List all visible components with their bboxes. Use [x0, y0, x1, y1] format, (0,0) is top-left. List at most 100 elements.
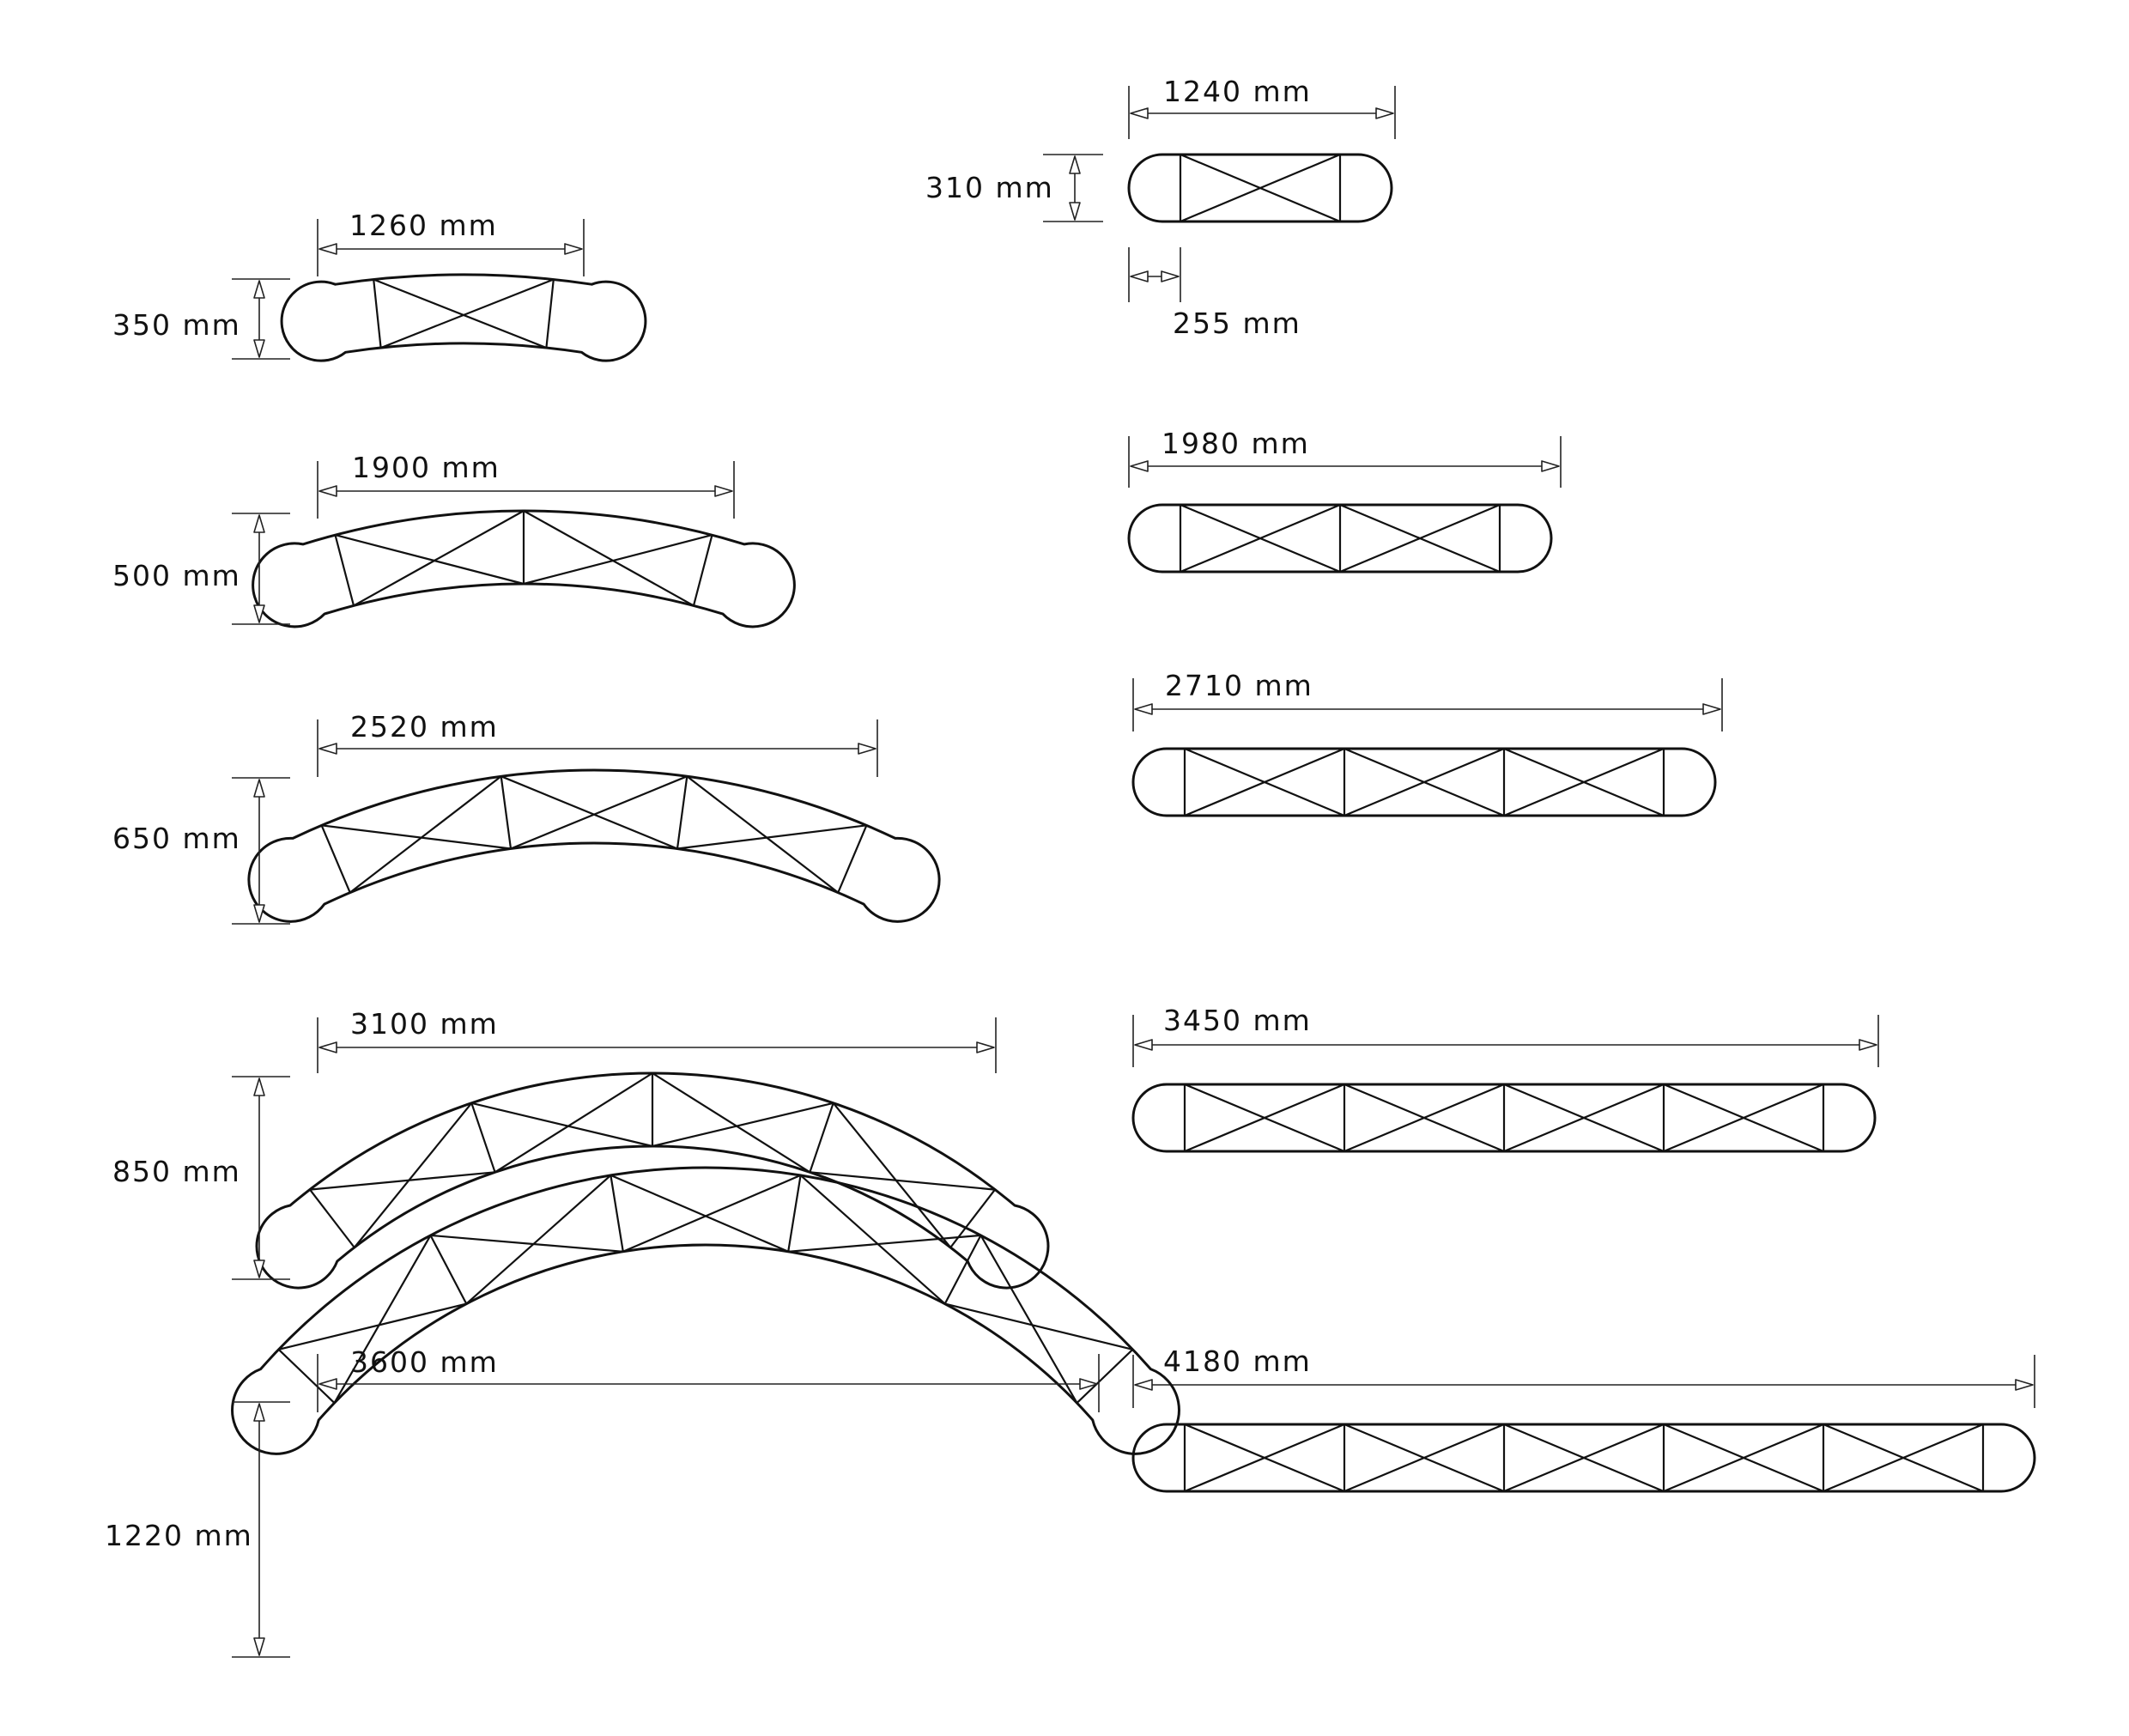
curved-truss-4-brace-b-2: [652, 1102, 834, 1148]
curved-truss-3-post-3: [837, 824, 868, 894]
straight-truss-1-end-dimension: [1128, 247, 1181, 302]
curved-truss-1-height-label: 350 mm: [112, 308, 241, 342]
curved-truss-4-brace-a-3: [832, 1102, 952, 1248]
curved-truss-3-brace-a-1: [500, 775, 678, 850]
straight-truss-2-width-dimension: [1128, 436, 1562, 488]
straight-truss-1-arrow-left: [1130, 107, 1149, 119]
straight-truss-4-diagonal-b-1: [1344, 1083, 1505, 1153]
curved-truss-5-brace-b-1: [465, 1175, 612, 1305]
straight-truss-5: [1131, 1423, 2036, 1493]
curved-truss-1: [280, 273, 647, 362]
curved-truss-3-width-dimension: [317, 719, 878, 777]
straight-truss-1-outline: [1127, 153, 1393, 223]
straight-truss-5-diagonal-b-3: [1663, 1423, 1824, 1493]
curved-truss-4-brace-a-2: [652, 1072, 810, 1174]
curved-truss-5: [231, 1166, 1180, 1455]
straight-truss-3-length-label: 2710 mm: [1165, 669, 1313, 702]
straight-truss-2-arrow-right: [1541, 460, 1560, 472]
curved-truss-3-brace-a-0: [321, 824, 512, 850]
curved-truss-2-arrow-left: [318, 485, 337, 497]
curved-truss-3-post-0: [320, 824, 351, 894]
straight-truss-4: [1131, 1083, 1877, 1153]
curved-truss-1-arrow-top: [253, 280, 265, 299]
curved-truss-5-brace-a-3: [799, 1175, 946, 1305]
curved-truss-4-brace-a-1: [471, 1102, 653, 1148]
curved-truss-2-post-2: [692, 534, 713, 606]
curved-truss-4-brace-b-1: [494, 1072, 653, 1174]
curved-truss-1-post-0: [373, 279, 382, 349]
curved-truss-1-width-label: 1260 mm: [349, 209, 498, 242]
curved-truss-2-arrow-right: [714, 485, 733, 497]
straight-truss-4-width-dimension: [1132, 1015, 1879, 1067]
curved-truss-1-arrow-left: [318, 243, 337, 255]
straight-truss-4-diagonal-b-0: [1184, 1083, 1345, 1153]
curved-truss-3-width-label: 2520 mm: [350, 710, 499, 744]
straight-truss-4-diagonal-b-2: [1503, 1083, 1665, 1153]
curved-truss-3-brace-b-1: [510, 775, 688, 850]
curved-truss-2-height-label: 500 mm: [112, 559, 241, 592]
straight-truss-1-diagonal-b-0: [1180, 153, 1341, 223]
straight-truss-1-height-label: 310 mm: [925, 171, 1054, 204]
curved-truss-5-brace-a-0: [278, 1302, 467, 1351]
curved-truss-3-height-label: 650 mm: [112, 822, 241, 855]
curved-truss-2-arrow-bottom: [253, 604, 265, 623]
straight-truss-4-arrow-right: [1859, 1039, 1877, 1051]
curved-truss-3-height-dimension: [232, 777, 290, 925]
curved-truss-3-post-1: [500, 776, 513, 849]
curved-truss-2-height-dimension: [232, 513, 290, 625]
curved-truss-5-arrow-right: [1079, 1378, 1098, 1390]
straight-truss-4-arrow-left: [1134, 1039, 1153, 1051]
curved-truss-1-brace-b-0: [380, 278, 555, 349]
curved-truss-5-brace-a-4: [980, 1235, 1078, 1404]
curved-truss-5-post-3: [787, 1175, 802, 1252]
straight-truss-2-arrow-left: [1130, 460, 1149, 472]
straight-truss-3-arrow-right: [1702, 703, 1721, 715]
curved-truss-5-width-label: 3600 mm: [350, 1345, 499, 1379]
curved-truss-3-arrow-bottom: [253, 904, 265, 923]
curved-truss-2-arrow-top: [253, 514, 265, 533]
curved-truss-2-brace-a-0: [335, 534, 525, 586]
curved-truss-4-arrow-left: [318, 1041, 337, 1053]
curved-truss-1-height-dimension: [232, 278, 290, 360]
straight-truss-1-arrow-right: [1375, 107, 1394, 119]
truss-geometry-layer: [231, 86, 2036, 1658]
curved-truss-1-arrow-bottom: [253, 339, 265, 358]
curved-truss-5-post-0: [277, 1349, 336, 1404]
curved-truss-2: [252, 509, 796, 628]
curved-truss-4-width-dimension: [317, 1017, 997, 1073]
curved-truss-5-post-4: [943, 1235, 982, 1305]
straight-truss-3: [1131, 747, 1717, 817]
straight-truss-2-diagonal-b-1: [1339, 503, 1501, 574]
straight-truss-1-width-dimension: [1128, 86, 1396, 139]
curved-truss-5-brace-b-4: [944, 1302, 1133, 1351]
straight-truss-1-arrow-bottom: [1069, 202, 1081, 221]
straight-truss-3-arrow-left: [1134, 703, 1153, 715]
straight-truss-5-diagonal-b-1: [1344, 1423, 1505, 1493]
curved-truss-2-brace-b-0: [353, 510, 525, 607]
straight-truss-1-end-arrow-right: [1161, 270, 1180, 282]
curved-truss-4-brace-b-0: [353, 1102, 473, 1248]
curved-truss-3: [247, 768, 941, 923]
curved-truss-4-arrow-bottom: [253, 1260, 265, 1278]
curved-truss-4-outline: [255, 1071, 1050, 1290]
curved-truss-5-arrow-left: [318, 1378, 337, 1390]
curved-truss-1-brace-a-0: [373, 278, 547, 349]
straight-truss-5-width-dimension: [1132, 1355, 2035, 1408]
curved-truss-5-outline: [231, 1166, 1180, 1455]
straight-truss-1-end-label: 255 mm: [1173, 307, 1301, 340]
curved-truss-4-width-label: 3100 mm: [350, 1007, 499, 1041]
curved-truss-5-height-label: 1220 mm: [105, 1519, 253, 1552]
straight-truss-5-arrow-right: [2015, 1379, 2034, 1391]
curved-truss-5-brace-b-3: [788, 1234, 981, 1253]
straight-truss-5-length-label: 4180 mm: [1163, 1344, 1312, 1378]
curved-truss-3-outline: [247, 768, 941, 923]
straight-truss-3-diagonal-b-1: [1344, 747, 1505, 817]
straight-truss-3-diagonal-b-2: [1503, 747, 1665, 817]
curved-truss-5-arrow-bottom: [253, 1637, 265, 1656]
curved-truss-5-post-1: [429, 1235, 468, 1305]
curved-truss-4-arrow-right: [976, 1041, 995, 1053]
straight-truss-2-length-label: 1980 mm: [1162, 427, 1310, 460]
curved-truss-4-post-0: [309, 1188, 355, 1248]
curved-truss-5-width-dimension: [317, 1354, 1100, 1412]
straight-truss-2: [1127, 503, 1553, 574]
